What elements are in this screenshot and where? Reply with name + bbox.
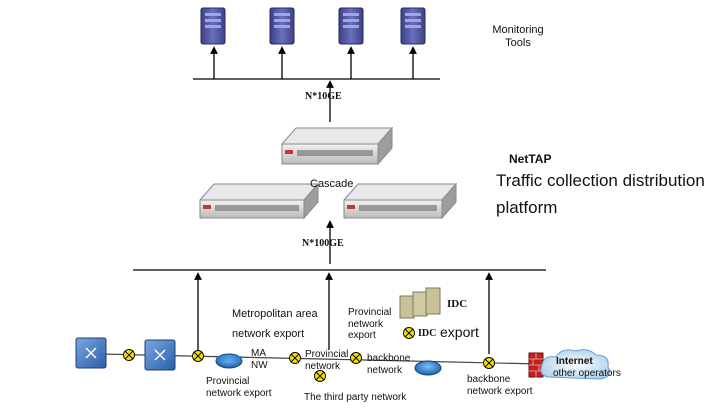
platform-line1: Traffic collection distribution [496,171,705,190]
idc-export: export [440,324,479,340]
other-operators-label: other operators [553,368,621,379]
monitoring-tools-line2: Tools [505,36,531,49]
ma-label: MA [251,348,266,359]
monitoring-server-1 [200,7,226,45]
tap-uplinks [194,272,493,354]
firewall-icon [528,352,544,378]
tap-icon [289,352,301,364]
router-backbone [414,360,442,376]
monitoring-tools-label: Monitoring Tools [488,24,548,49]
idc-title: IDC [447,298,468,310]
nettap-device-left [198,182,320,220]
tap-icon [403,327,415,339]
idc-sub: IDC [418,328,437,339]
backbone-export-line1: backbone [467,374,511,385]
backbone-line2: network [367,364,403,376]
third-party-label: The third party network [304,392,407,403]
cascade-label: Cascade [310,178,354,190]
prov-export-bottom-line1: Provincial [206,376,250,387]
prov-network: Provincial network [305,349,348,372]
tap-icon [123,349,135,361]
monitoring-tools-line1: Monitoring [492,24,544,36]
router-ma-nw [215,353,243,369]
prov-export-top-line2: network [348,318,384,330]
monitoring-server-3 [338,7,364,45]
metro-line2: network export [232,328,305,340]
backbone-network: backbone network [367,353,410,376]
prov-export-top-line3: export [348,330,376,341]
tap-icon [314,370,326,382]
nettap-device-right [342,182,458,220]
backbone-export-line2: network export [467,385,533,397]
nettap-device-top [280,126,394,166]
backbone-export: backbone network export [467,374,533,397]
prov-export-bottom-line2: network export [206,387,272,399]
core-switch-left [75,337,107,369]
prov-export-top-line1: Provincial [348,307,392,318]
monitoring-server-4 [400,7,426,45]
platform-line2: platform [496,198,558,217]
speed-label-bottom: N*100GE [302,238,344,249]
nw-label: NW [251,360,268,371]
monitoring-server-2 [269,7,295,45]
metro-line1: Metropolitan area [232,308,318,320]
idc-server-stack [399,287,441,319]
internet-label: Internet [556,356,593,367]
prov-net-line2: network [305,360,341,372]
speed-label-top: N*10GE [305,91,342,102]
tap-icons [123,327,495,382]
tap-icon [483,357,495,369]
uplink-arrows [210,46,417,79]
tap-icon [350,352,362,364]
internet-cloud-icon [540,349,611,380]
backbone-line1: backbone [367,353,411,364]
nettap-title: NetTAP [509,152,552,166]
prov-export-bottom: Provincial network export [206,376,272,399]
prov-net-line1: Provincial [305,349,349,360]
prov-export-top: Provincial network export [348,307,391,342]
tap-icon [192,350,204,362]
core-switch-right [144,339,176,371]
